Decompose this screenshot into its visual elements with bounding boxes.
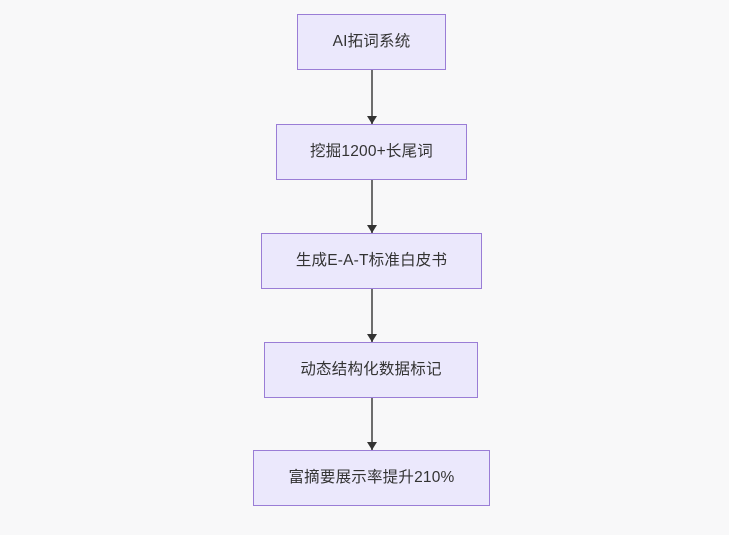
edge-node1-to-node2 bbox=[367, 70, 377, 124]
edge-line bbox=[371, 289, 373, 342]
flowchart-node-label: 挖掘1200+长尾词 bbox=[309, 142, 434, 160]
flowchart-node-mine-longtail-keywords[interactable]: 挖掘1200+长尾词 bbox=[276, 124, 467, 180]
flowchart-node-ai-keyword-system[interactable]: AI拓词系统 bbox=[297, 14, 446, 70]
edge-line bbox=[371, 180, 373, 233]
edge-node3-to-node4 bbox=[367, 289, 377, 342]
flowchart-node-rich-snippet-rate-increase[interactable]: 富摘要展示率提升210% bbox=[253, 450, 490, 506]
arrowhead-icon bbox=[367, 225, 377, 233]
arrowhead-icon bbox=[367, 116, 377, 124]
edge-line bbox=[371, 70, 373, 124]
arrowhead-icon bbox=[367, 442, 377, 450]
flowchart-node-label: 动态结构化数据标记 bbox=[300, 360, 442, 378]
arrowhead-icon bbox=[367, 334, 377, 342]
edge-line bbox=[371, 398, 373, 450]
flowchart-node-dynamic-structured-data-markup[interactable]: 动态结构化数据标记 bbox=[264, 342, 478, 398]
edge-node4-to-node5 bbox=[367, 398, 377, 450]
flowchart-node-label: AI拓词系统 bbox=[332, 32, 411, 50]
flowchart-node-generate-eat-whitepaper[interactable]: 生成E-A-T标准白皮书 bbox=[261, 233, 482, 289]
edge-node2-to-node3 bbox=[367, 180, 377, 233]
flowchart-node-label: 富摘要展示率提升210% bbox=[288, 468, 455, 486]
flowchart-node-label: 生成E-A-T标准白皮书 bbox=[295, 251, 448, 269]
